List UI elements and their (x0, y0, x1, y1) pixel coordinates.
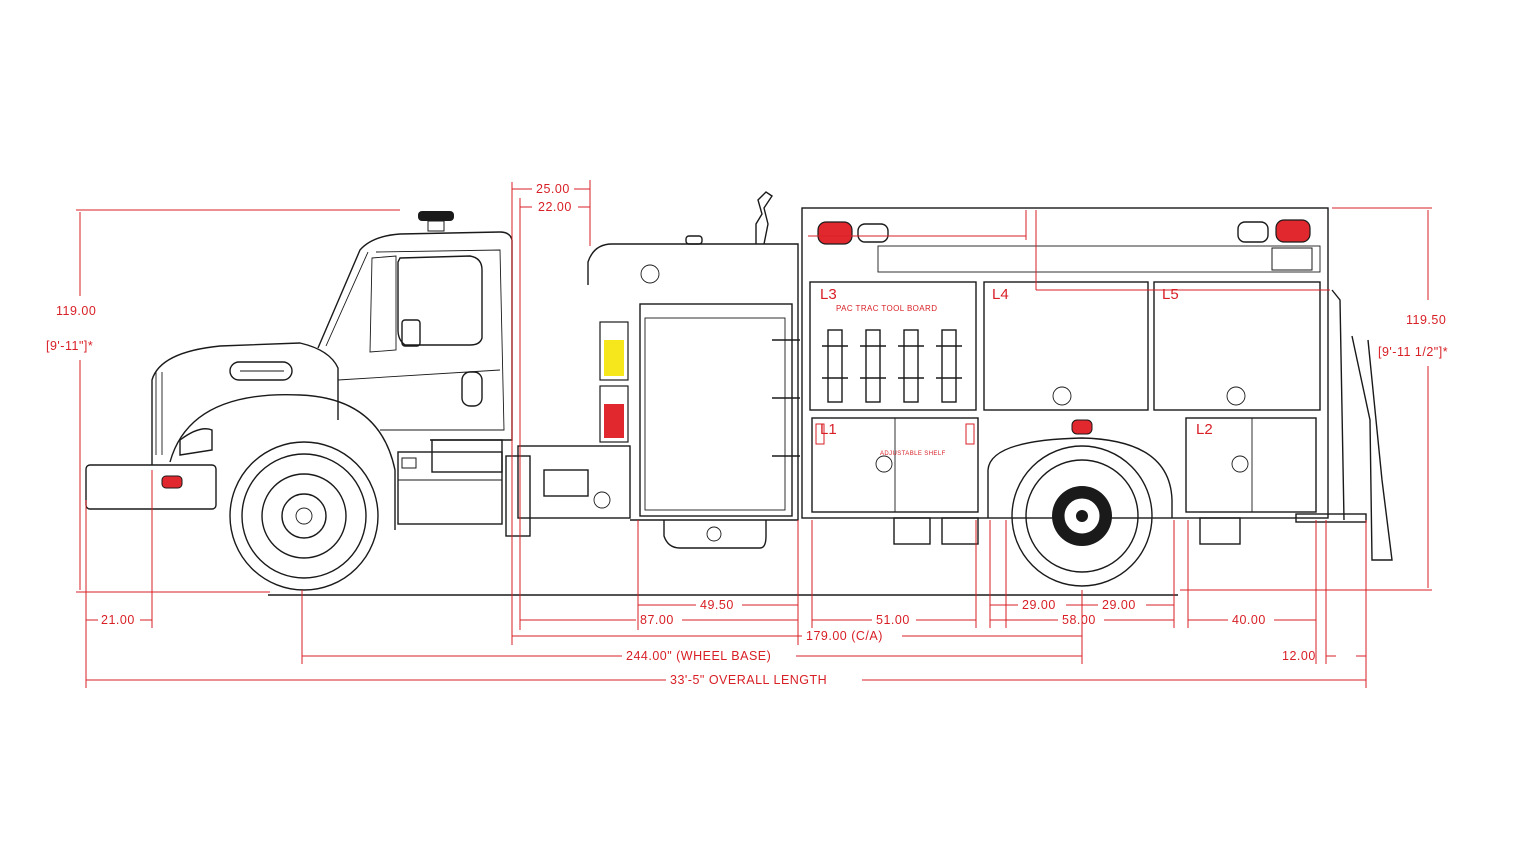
adjustable-shelf-label: ADJUSTABLE SHELF (880, 451, 946, 457)
hood (151, 342, 339, 465)
front-overhang-label: 21.00 (101, 613, 135, 627)
cab-door (375, 249, 505, 431)
wheel-base-label: 244.00" (WHEEL BASE) (626, 649, 771, 663)
front-fender (169, 393, 396, 530)
compartment-l5-label: L5 (1162, 286, 1179, 303)
dimension-labels: 119.00 [9'-11"]* 119.50 [9'-11 1/2"]* 25… (46, 182, 1448, 687)
deck-gun (755, 191, 773, 245)
compartment-l4 (983, 281, 1149, 411)
hood-vent (229, 361, 293, 381)
compartment-l4-label: L4 (992, 286, 1009, 303)
compartment-l5 (1153, 281, 1321, 411)
compartment-labels: L3 L4 L5 L1 L2 PAC TRAC TOOL BOARD ADJUS… (820, 286, 1213, 457)
dim-58-label: 58.00 (1062, 613, 1096, 627)
red-body-details (808, 210, 1330, 445)
compartment-l3 (809, 281, 977, 411)
front-bumper (85, 464, 217, 510)
dim-40-label: 40.00 (1232, 613, 1266, 627)
pump-house (587, 243, 799, 521)
door-handle (461, 371, 483, 407)
rear-ladder (1331, 289, 1393, 561)
mirror (401, 319, 421, 347)
tool-board-holders (822, 329, 962, 403)
cab-light-bar (418, 211, 454, 221)
cab-window (397, 255, 483, 346)
height-right-feet-label: [9'-11 1/2"]* (1378, 345, 1448, 359)
pump-compartment-door (639, 303, 793, 517)
dim-25-label: 25.00 (536, 182, 570, 196)
rear-overhang-label: 12.00 (1282, 649, 1316, 663)
front-wheel (229, 441, 379, 591)
height-left-feet-label: [9'-11"]* (46, 339, 93, 353)
dim-22-label: 22.00 (538, 200, 572, 214)
rear-wheel (1011, 445, 1153, 587)
dimension-lines (76, 180, 1432, 688)
height-right-label: 119.50 (1406, 313, 1446, 327)
dim-87-label: 87.00 (640, 613, 674, 627)
cab (317, 231, 513, 441)
truck-outline (85, 191, 1393, 596)
dim-29-left-label: 29.00 (1022, 598, 1056, 612)
compartment-l2 (1185, 417, 1317, 513)
front-marker-light (161, 475, 183, 489)
tool-board-label: PAC TRAC TOOL BOARD (836, 304, 937, 313)
dim-29-right-label: 29.00 (1102, 598, 1136, 612)
compartment-l1-label: L1 (820, 421, 837, 438)
dim-51-label: 51.00 (876, 613, 910, 627)
compartment-l3-label: L3 (820, 286, 837, 303)
dim-49-50-label: 49.50 (700, 598, 734, 612)
compartment-l2-label: L2 (1196, 421, 1213, 438)
height-left-label: 119.00 (56, 304, 96, 318)
overall-length-label: 33'-5" OVERALL LENGTH (670, 673, 827, 687)
ca-label: 179.00 (C/A) (806, 629, 883, 643)
cab-step (397, 451, 503, 525)
